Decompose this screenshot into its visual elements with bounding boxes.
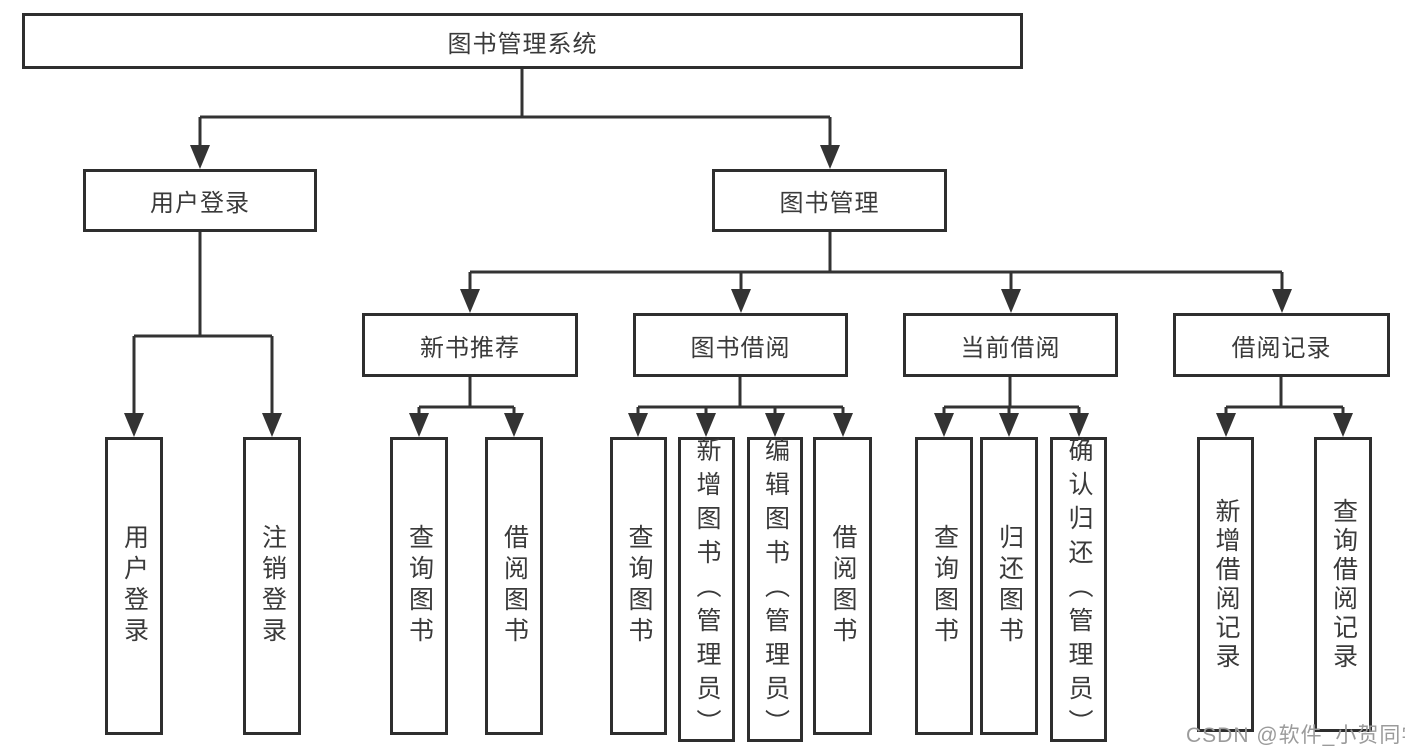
node-user-login: 用户登录 [83,169,317,232]
leaf-borrow-edit-books-admin: 编辑图书（管理员） [747,437,803,743]
node-current-borrow: 当前借阅 [903,313,1118,377]
leaf-borrow-borrow-books: 借阅图书 [813,437,872,735]
leaf-current-return-books: 归还图书 [980,437,1038,735]
leaf-current-confirm-return-admin: 确认归还（管理员） [1050,437,1107,743]
leaf-newbook-query-books: 查询图书 [390,437,448,735]
leaf-newbook-borrow-books: 借阅图书 [485,437,543,735]
leaf-current-query-books: 查询图书 [915,437,973,735]
leaf-borrow-add-books-admin: 新增图书（管理员） [678,437,735,743]
node-book-management: 图书管理 [712,169,947,232]
node-borrow-record: 借阅记录 [1173,313,1390,377]
arrowheads [124,145,1353,437]
leaf-record-add: 新增借阅记录 [1197,437,1254,732]
leaf-borrow-query-books: 查询图书 [610,437,667,735]
tree-edges [132,69,1345,415]
leaf-logout: 注销登录 [243,437,301,735]
leaf-user-login: 用户登录 [105,437,163,735]
node-new-book-recommend: 新书推荐 [362,313,578,377]
watermark: CSDN @软件_小贺同学 [1186,724,1405,747]
leaf-record-query: 查询借阅记录 [1314,437,1372,732]
node-book-borrow: 图书借阅 [633,313,848,377]
node-root: 图书管理系统 [22,13,1023,69]
